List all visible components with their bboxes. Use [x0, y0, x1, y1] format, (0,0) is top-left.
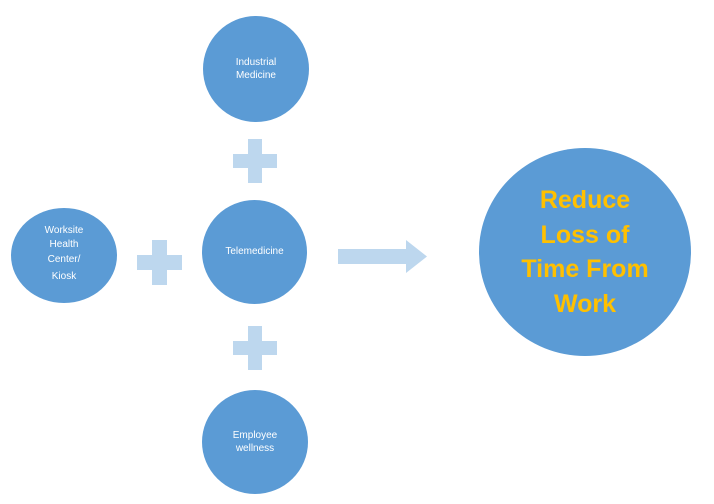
telemedicine-label: Telemedicine: [225, 246, 284, 258]
worksite-label-line2: Health: [49, 239, 79, 250]
right-arrow-icon: [338, 240, 427, 273]
plus-icon-left: [137, 240, 182, 285]
outcome-label-line4: Work: [553, 289, 617, 318]
plus-bottom-vertical-bar: [247, 326, 263, 370]
worksite-label-line1: Worksite: [44, 224, 84, 236]
worksite-label-line3: Center/: [47, 253, 81, 265]
plus-top-vertical-bar: [247, 139, 263, 183]
industrial-medicine-label-line2: Medicine: [235, 70, 276, 81]
worksite-label-line4: Kiosk: [51, 271, 77, 282]
employee-wellness-node: Employee wellness: [202, 390, 308, 494]
telemedicine-node: Telemedicine: [202, 200, 307, 304]
plus-icon-top: [233, 139, 277, 183]
outcome-label-line2: Loss of: [540, 220, 630, 249]
employee-wellness-label-line2: wellness: [235, 443, 275, 454]
industrial-medicine-node: Industrial Medicine: [203, 16, 309, 122]
industrial-medicine-label-line1: Industrial: [235, 56, 277, 68]
outcome-label-line3: Time From: [521, 255, 649, 283]
outcome-label-line1: Reduce: [539, 186, 631, 214]
plus-icon-bottom: [233, 326, 277, 370]
plus-left-vertical-bar: [151, 240, 168, 285]
outcome-node: Reduce Loss of Time From Work: [479, 148, 691, 356]
arrow-shape: [338, 240, 427, 273]
employee-wellness-label-line1: Employee: [232, 429, 278, 441]
worksite-health-center-node: Worksite Health Center/ Kiosk: [11, 208, 117, 303]
